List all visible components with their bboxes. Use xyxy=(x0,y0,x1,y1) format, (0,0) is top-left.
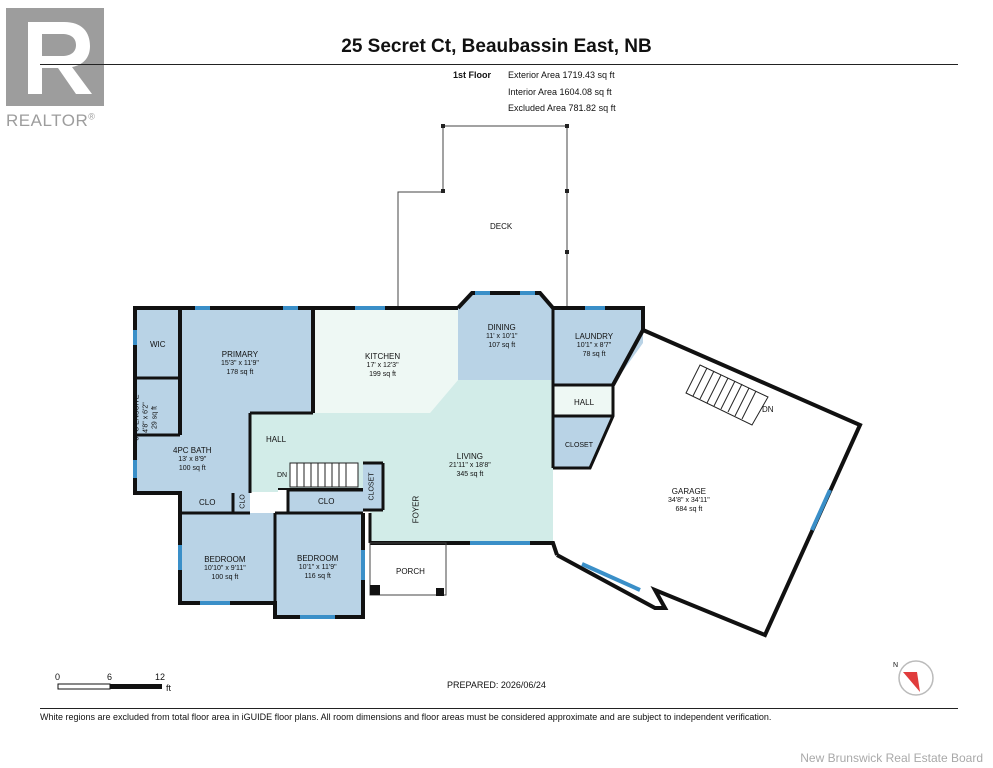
garage-windows xyxy=(581,489,832,592)
interior-stairs xyxy=(289,462,359,488)
scale-tick-12: 12 xyxy=(155,672,166,682)
compass-icon xyxy=(898,660,934,696)
watermark-board: New Brunswick Real Estate Board xyxy=(800,751,983,765)
room-4pc-bath: 4PC BATH 13' x 8'9" 100 sq ft xyxy=(173,446,212,472)
room-primary: PRIMARY 15'3" x 11'9" 178 sq ft xyxy=(221,350,259,376)
scale-bar xyxy=(57,683,162,690)
disclaimer-note: White regions are excluded from total fl… xyxy=(40,712,772,722)
prepared-date: PREPARED: 2026/06/24 xyxy=(447,680,546,690)
deck-outline xyxy=(397,125,568,308)
compass-north-label: N xyxy=(893,662,899,669)
label-clo-1: CLO xyxy=(199,498,216,507)
porch xyxy=(369,542,447,596)
room-garage: GARAGE 34'8" x 34'11" 684 sq ft xyxy=(668,487,710,513)
label-hall-right: HALL xyxy=(574,398,595,407)
realtor-r-logo xyxy=(6,8,104,106)
label-closet-mid: CLOSET xyxy=(368,472,376,501)
room-3pc-ensuite: 3PC ENSUITE 4'8" x 6'2" 29 sq ft xyxy=(133,394,159,441)
scale-unit: ft xyxy=(166,683,172,693)
label-clo-3: CLO xyxy=(318,497,335,506)
label-foyer: FOYER xyxy=(411,495,421,524)
label-closet-right: CLOSET xyxy=(565,442,594,449)
exterior-area: Exterior Area 1719.43 sq ft xyxy=(508,70,615,80)
page-title: 25 Secret Ct, Beaubassin East, NB xyxy=(341,36,652,57)
room-bedroom-2: BEDROOM 10'1" x 11'9" 116 sq ft xyxy=(297,554,339,580)
header-divider xyxy=(40,64,958,65)
realtor-wordmark: REALTOR® xyxy=(6,111,96,130)
room-fills xyxy=(137,293,643,617)
room-living: LIVING 21'11" x 18'8" 345 sq ft xyxy=(449,452,491,478)
label-clo-2: CLO xyxy=(239,494,247,509)
label-porch: PORCH xyxy=(396,567,425,576)
scale-tick-0: 0 xyxy=(55,672,61,682)
room-laundry: LAUNDRY 10'1" x 8'7" 78 sq ft xyxy=(575,332,614,358)
windows xyxy=(133,291,605,619)
interior-area: Interior Area 1604.08 sq ft xyxy=(508,87,612,97)
floor-label: 1st Floor xyxy=(453,70,492,80)
room-kitchen: KITCHEN 17' x 12'3" 199 sq ft xyxy=(365,352,401,378)
garage-stairs xyxy=(685,364,769,426)
label-deck: DECK xyxy=(490,222,513,231)
room-dining: DINING 11' x 10'1" 107 sq ft xyxy=(486,323,518,349)
footer-divider xyxy=(40,708,958,709)
label-hall-left: HALL xyxy=(266,435,287,444)
label-stairs-down: DN xyxy=(277,472,288,479)
room-bedroom-1: BEDROOM 10'10" x 9'11" 100 sq ft xyxy=(204,555,246,581)
label-garage-stairs-down: DN xyxy=(762,405,774,414)
label-wic: WIC xyxy=(150,340,166,349)
excluded-area: Excluded Area 781.82 sq ft xyxy=(508,103,616,113)
garage-walls xyxy=(556,328,863,638)
scale-tick-6: 6 xyxy=(107,672,113,682)
